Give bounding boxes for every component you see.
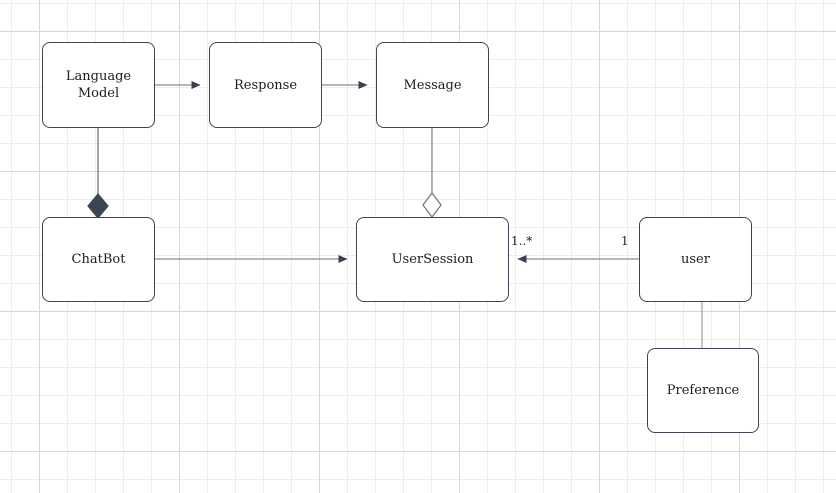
node-message[interactable]: Message	[376, 42, 489, 128]
node-preference[interactable]: Preference	[647, 348, 759, 433]
node-language-model[interactable]: Language Model	[42, 42, 155, 128]
filled-diamond-icon	[87, 193, 109, 219]
hollow-diamond-icon	[422, 192, 442, 218]
edge-message-to-user-session	[422, 128, 442, 218]
edge-language-model-to-chatbot	[87, 128, 109, 219]
node-user-session-label: UserSession	[391, 252, 474, 267]
node-response-label: Response	[233, 77, 298, 93]
node-user[interactable]: user	[639, 217, 752, 302]
node-message-label: Message	[403, 77, 462, 93]
node-preference-label: Preference	[666, 383, 740, 398]
node-chatbot[interactable]: ChatBot	[42, 217, 155, 302]
node-chatbot-label: ChatBot	[71, 252, 126, 267]
node-response[interactable]: Response	[209, 42, 322, 128]
multiplicity-label-many: 1..*	[511, 234, 533, 248]
node-user-session[interactable]: UserSession	[356, 217, 509, 302]
multiplicity-label-one: 1	[621, 234, 629, 248]
node-language-model-label: Language Model	[65, 69, 132, 101]
node-user-label: user	[681, 252, 710, 267]
